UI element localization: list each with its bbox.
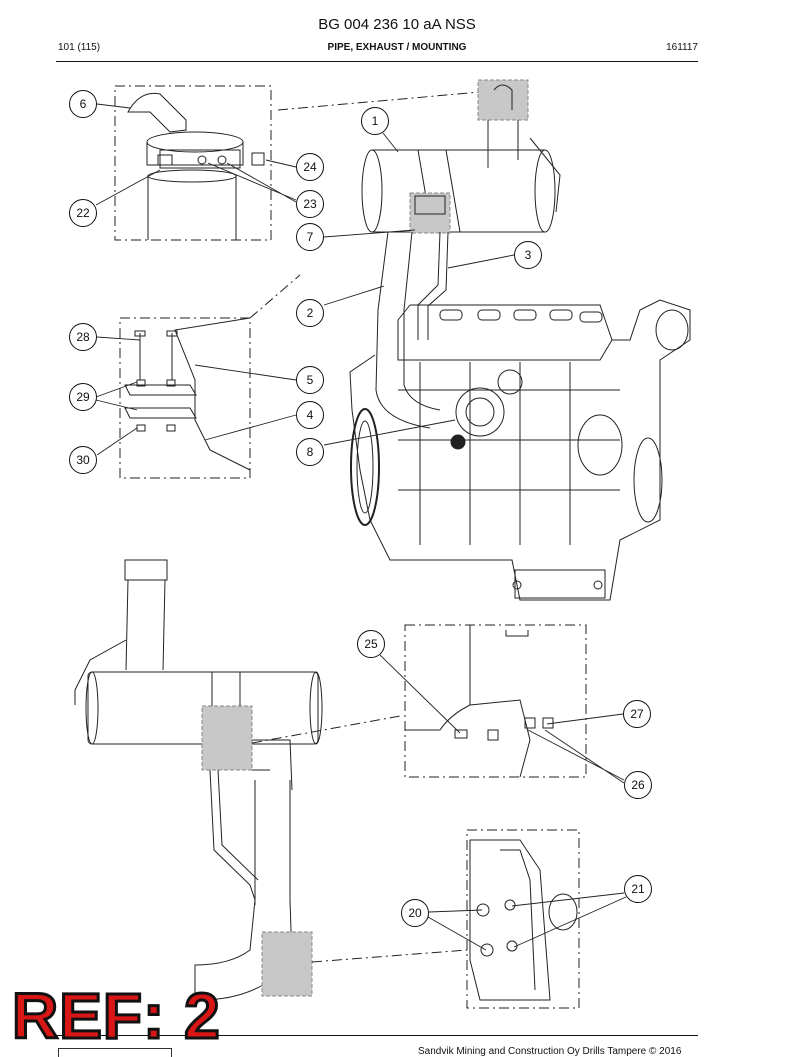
callout-25: 25 — [357, 630, 385, 658]
callout-6: 6 — [69, 90, 97, 118]
callout-22: 22 — [69, 199, 97, 227]
callout-29: 29 — [69, 383, 97, 411]
callout-23: 23 — [296, 190, 324, 218]
clamp-highlight — [409, 192, 451, 234]
exhaust-pipe — [375, 231, 449, 429]
lower-exhaust-assembly — [74, 559, 323, 1001]
callout-3: 3 — [514, 241, 542, 269]
detail-box-outlet — [114, 85, 272, 241]
muffler — [361, 79, 561, 233]
callout-30: 30 — [69, 446, 97, 474]
section-title: PIPE, EXHAUST / MOUNTING — [327, 42, 467, 53]
ref-stamp: REF: 2 — [11, 980, 222, 1052]
callout-21: 21 — [624, 875, 652, 903]
document-title: BG 004 236 10 aA NSS — [318, 16, 476, 33]
detail-box-bracket — [466, 829, 580, 1009]
leader-lines — [95, 103, 627, 951]
callout-28: 28 — [69, 323, 97, 351]
callout-1: 1 — [361, 107, 389, 135]
callout-7: 7 — [296, 223, 324, 251]
footer-copyright: Sandvik Mining and Construction Oy Drill… — [418, 1046, 682, 1057]
callout-27: 27 — [623, 700, 651, 728]
detail-box-heatshield — [119, 317, 251, 479]
footer-rule — [56, 1035, 698, 1036]
callout-24: 24 — [296, 153, 324, 181]
page-reference: 101 (115) — [58, 42, 101, 53]
callout-2: 2 — [296, 299, 324, 327]
detail-box-mounting — [404, 624, 587, 778]
link-line — [277, 91, 481, 111]
date-code: 161117 — [666, 42, 698, 53]
callout-4: 4 — [296, 401, 324, 429]
callout-5: 5 — [296, 366, 324, 394]
engine-block — [349, 299, 691, 601]
header-rule — [56, 61, 698, 62]
callout-26: 26 — [624, 771, 652, 799]
callout-20: 20 — [401, 899, 429, 927]
callout-8: 8 — [296, 438, 324, 466]
